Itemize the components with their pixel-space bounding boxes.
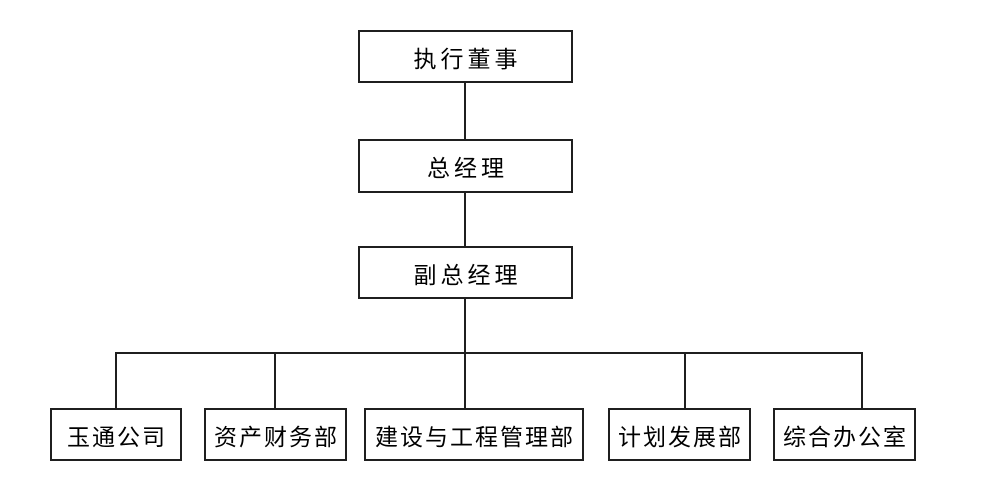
node-planning-development-dept: 计划发展部 xyxy=(608,408,751,461)
node-general-manager: 总经理 xyxy=(358,139,573,193)
node-deputy-general-manager: 副总经理 xyxy=(358,246,573,299)
node-label: 建设与工程管理部 xyxy=(375,424,575,450)
node-label: 玉通公司 xyxy=(67,424,167,450)
connector-horizontal-bus xyxy=(115,352,863,354)
node-label: 总经理 xyxy=(427,156,508,181)
connector-drop-planning xyxy=(684,353,686,408)
node-label: 副总经理 xyxy=(413,262,522,288)
node-executive-director: 执行董事 xyxy=(358,30,573,83)
node-label: 计划发展部 xyxy=(618,424,743,450)
node-yutong-company: 玉通公司 xyxy=(50,408,182,461)
connector-drop-asset-finance xyxy=(274,353,276,408)
node-label: 资产财务部 xyxy=(214,424,339,450)
node-asset-finance-dept: 资产财务部 xyxy=(204,408,347,461)
connector-drop-yutong xyxy=(115,353,117,408)
connector-exec-to-gm xyxy=(464,83,466,139)
connector-gm-to-dgm xyxy=(464,193,466,246)
node-general-office: 综合办公室 xyxy=(773,408,916,461)
node-label: 执行董事 xyxy=(413,46,522,72)
node-construction-engineering-dept: 建设与工程管理部 xyxy=(364,408,584,461)
connector-drop-general-office xyxy=(861,353,863,408)
node-label: 综合办公室 xyxy=(783,424,908,450)
